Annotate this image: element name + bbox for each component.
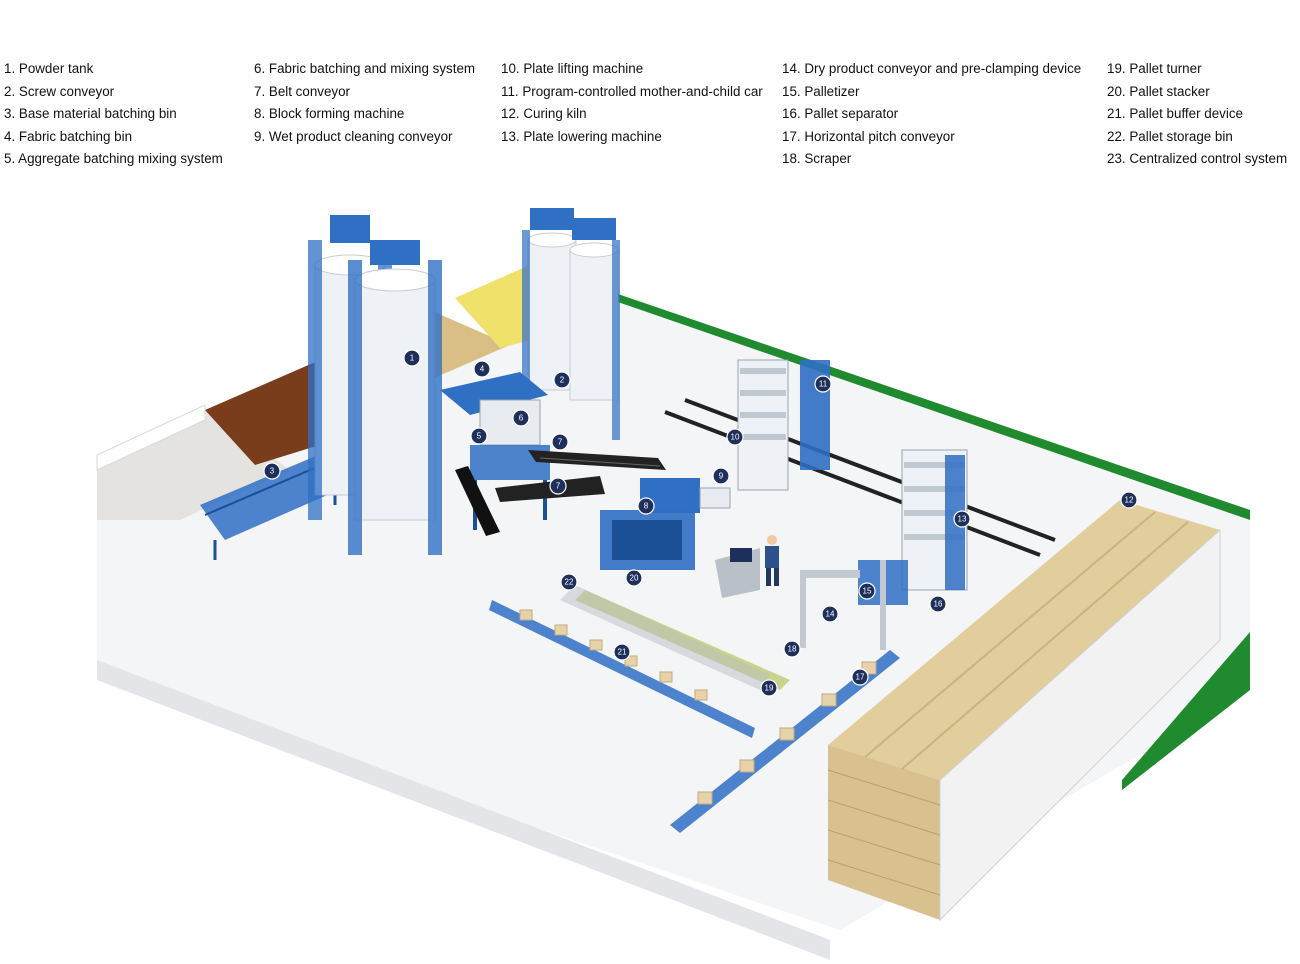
fabric-mixing-system <box>440 372 550 530</box>
legend-item-3: 3. Base material batching bin <box>4 106 177 122</box>
svg-text:7: 7 <box>556 482 561 491</box>
palletizer <box>800 560 908 650</box>
legend-item-8: 8. Block forming machine <box>254 106 405 122</box>
ground-edge <box>97 660 830 960</box>
marker-12: 12 <box>1120 491 1138 509</box>
operator-figure-icon <box>765 535 779 586</box>
marker-7-lower: 7 <box>549 477 567 495</box>
legend-item-22: 22. Pallet storage bin <box>1107 128 1233 144</box>
svg-text:17: 17 <box>856 673 865 682</box>
legend-item-5: 5. Aggregate batching mixing system <box>4 151 223 167</box>
powder-tank-back-left <box>522 208 577 430</box>
marker-1: 1 <box>403 349 421 367</box>
svg-text:12: 12 <box>1125 496 1134 505</box>
svg-text:22: 22 <box>565 578 574 587</box>
legend-item-1: 1. Powder tank <box>4 61 94 76</box>
powder-tank-back-right <box>569 218 620 440</box>
marker-15: 15 <box>858 582 876 600</box>
legend-item-15: 15. Palletizer <box>782 83 860 99</box>
legend-column-5: 19. Pallet turner 20. Pallet stacker 21.… <box>1107 58 1287 171</box>
svg-text:11: 11 <box>819 380 828 389</box>
svg-text:2: 2 <box>560 376 565 385</box>
marker-5: 5 <box>470 427 488 445</box>
svg-text:1: 1 <box>410 354 415 363</box>
legend-item-4: 4. Fabric batching bin <box>4 128 133 144</box>
marker-7-upper: 7 <box>551 433 569 451</box>
svg-text:8: 8 <box>644 502 649 511</box>
product-conveyor <box>670 650 900 833</box>
legend-item-19: 19. Pallet turner <box>1107 61 1202 76</box>
legend-column-4: 14. Dry product conveyor and pre-clampin… <box>782 58 1081 171</box>
marker-9: 9 <box>712 467 730 485</box>
svg-text:14: 14 <box>826 610 835 619</box>
legend-item-12: 12. Curing kiln <box>501 106 587 122</box>
product-box-icon <box>519 609 877 805</box>
marker-6: 6 <box>512 409 530 427</box>
legend-item-9: 9. Wet product cleaning conveyor <box>254 128 453 144</box>
marker-4: 4 <box>473 360 491 378</box>
pallet-line <box>560 585 790 690</box>
legend-item-17: 17. Horizontal pitch conveyor <box>782 128 955 144</box>
marker-19: 19 <box>760 679 778 697</box>
svg-text:20: 20 <box>630 574 639 583</box>
svg-text:7: 7 <box>558 438 563 447</box>
marker-10: 10 <box>726 428 744 446</box>
legend-item-7: 7. Belt conveyor <box>254 83 351 99</box>
legend-item-14: 14. Dry product conveyor and pre-clampin… <box>782 61 1082 76</box>
control-console-icon <box>715 548 760 598</box>
svg-text:21: 21 <box>618 648 627 657</box>
block-forming-machine <box>600 478 731 570</box>
svg-text:18: 18 <box>788 645 797 654</box>
legend-item-11: 11. Program-controlled mother-and-child … <box>501 83 763 99</box>
svg-text:3: 3 <box>270 467 275 476</box>
svg-text:6: 6 <box>519 414 524 423</box>
legend: 1. Powder tank 2. Screw conveyor 3. Base… <box>0 0 1300 180</box>
marker-16: 16 <box>929 595 947 613</box>
green-boundary-back <box>612 292 1250 520</box>
legend-item-16: 16. Pallet separator <box>782 106 899 122</box>
legend-item-21: 21. Pallet buffer device <box>1107 106 1243 122</box>
marker-14: 14 <box>821 605 839 623</box>
legend-item-6: 6. Fabric batching and mixing system <box>254 61 476 76</box>
green-boundary-right <box>1122 632 1250 790</box>
svg-text:4: 4 <box>480 365 485 374</box>
plate-lifting-machine <box>737 359 830 491</box>
production-line-diagram: 1 2 3 4 5 6 7 7 8 9 10 11 12 13 14 15 16… <box>96 208 1250 960</box>
bay-wall <box>96 404 206 471</box>
powder-tank-right <box>348 240 442 555</box>
marker-20: 20 <box>625 569 643 587</box>
legend-item-18: 18. Scraper <box>782 151 852 167</box>
marker-18: 18 <box>783 640 801 658</box>
marker-21: 21 <box>613 643 631 661</box>
svg-text:19: 19 <box>765 684 774 693</box>
legend-column-2: 6. Fabric batching and mixing system 7. … <box>254 58 475 148</box>
legend-item-13: 13. Plate lowering machine <box>501 128 662 144</box>
svg-text:10: 10 <box>731 433 740 442</box>
legend-item-20: 20. Pallet stacker <box>1107 83 1210 99</box>
belt-conveyor-upper <box>528 450 666 470</box>
marker-2: 2 <box>553 371 571 389</box>
svg-text:15: 15 <box>863 587 872 596</box>
legend-item-10: 10. Plate lifting machine <box>501 61 644 76</box>
plate-lowering-machine <box>901 449 968 591</box>
curing-kiln <box>827 500 1221 922</box>
yellow-sand-bay <box>455 265 530 348</box>
legend-column-1: 1. Powder tank 2. Screw conveyor 3. Base… <box>4 58 223 171</box>
stairway <box>455 466 500 536</box>
svg-text:9: 9 <box>719 472 724 481</box>
marker-22: 22 <box>560 573 578 591</box>
marker-13: 13 <box>953 510 971 528</box>
legend-item-23: 23. Centralized control system <box>1107 151 1288 167</box>
legend-column-3: 10. Plate lifting machine 11. Program-co… <box>501 58 763 148</box>
svg-text:16: 16 <box>934 600 943 609</box>
legend-item-2: 2. Screw conveyor <box>4 83 115 99</box>
marker-17: 17 <box>851 668 869 686</box>
marker-3: 3 <box>263 462 281 480</box>
svg-text:13: 13 <box>958 515 967 524</box>
marker-11: 11 <box>814 375 832 393</box>
svg-text:5: 5 <box>477 432 482 441</box>
marker-8: 8 <box>637 497 655 515</box>
